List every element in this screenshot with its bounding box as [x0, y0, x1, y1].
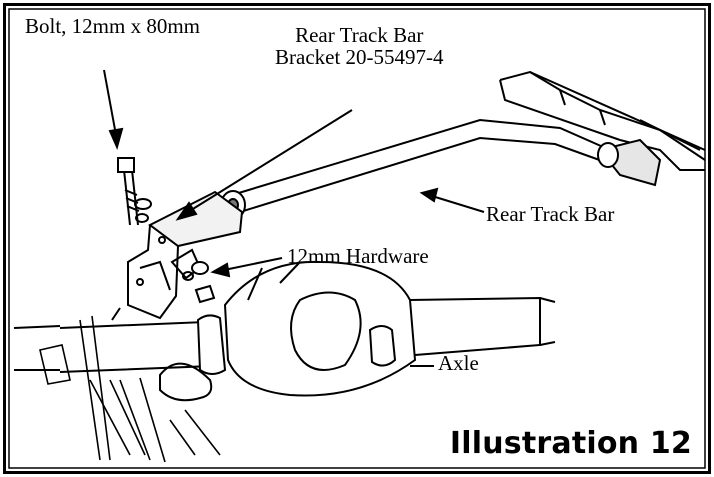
illustration-caption: Illustration 12: [449, 426, 692, 461]
bracket-callout-line1: Rear Track Bar: [295, 23, 424, 47]
lower-left-springs: [39, 315, 221, 463]
bolt-callout: Bolt, 12mm x 80mm: [25, 14, 201, 38]
bracket-callout-line2: Bracket 20-55497-4: [275, 45, 444, 70]
leader-lines: [103, 69, 485, 367]
inner-border: [8, 8, 706, 469]
hardware-callout: 12mm Hardware: [287, 244, 429, 268]
outer-border: [3, 3, 711, 474]
bolt-12mm: [111, 157, 152, 321]
axle-housing: [13, 260, 556, 402]
bracket-callout: Rear Track Bar Bracket 20-55497-4: [275, 24, 444, 68]
track-bar-callout: Rear Track Bar: [486, 202, 615, 226]
12mm-hardware: [182, 261, 216, 304]
frame-rail: [499, 70, 706, 187]
axle-callout: Axle: [438, 351, 479, 375]
